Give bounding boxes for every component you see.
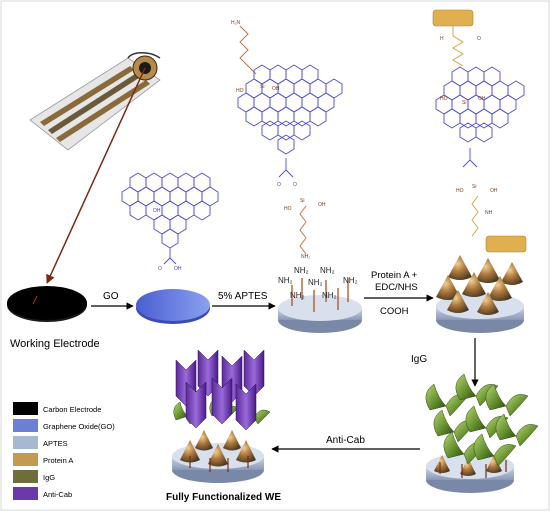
protein-a-o-top: O xyxy=(477,36,481,42)
legend-swatch-0 xyxy=(13,402,38,415)
go-cooh-oh-label: OH xyxy=(174,266,182,272)
final-label: Fully Functionalized WE xyxy=(166,492,281,503)
protein-a-oh2-label: OH xyxy=(490,188,498,194)
aptes-si2-label: Si xyxy=(300,198,304,204)
surface-nh2-4: NH₂ xyxy=(343,276,358,285)
surface-nh2-1: NH₂ xyxy=(278,276,293,285)
go-o-label: O xyxy=(158,266,162,272)
surface-nh2-2: NH₂ xyxy=(294,266,309,275)
protein-a-si2-label: Si xyxy=(472,184,476,190)
aptes-ester-o-1: O xyxy=(277,182,281,188)
screen-printed-electrode xyxy=(29,52,161,151)
aptes-ho-label: HO xyxy=(236,88,244,94)
protein-a-si-label: Si xyxy=(462,100,466,106)
protein-a-ho-label: HO xyxy=(440,96,448,102)
protein-a-block-bottom xyxy=(485,235,527,253)
protein-a-disk xyxy=(436,255,524,333)
aptes-molecule: H₂N Si HO OH xyxy=(231,20,343,260)
protein-a-block-top xyxy=(432,9,474,27)
legend-label-3: Protein A xyxy=(43,456,73,465)
protein-a-label-1: Protein A + xyxy=(371,270,418,281)
protein-a-molecule: H O Si HO OH Si HO OH xyxy=(432,9,527,253)
graphene-oxide-molecule: OH O OH xyxy=(121,172,219,272)
surface-nh2-5: NH₂ xyxy=(290,291,305,300)
surface-nh2-7: NH₂ xyxy=(322,291,337,300)
go-coated-disk xyxy=(136,289,210,324)
aptes-label: 5% APTES xyxy=(218,291,268,302)
legend-swatch-3 xyxy=(13,453,38,466)
igg-label: IgG xyxy=(411,354,427,365)
legend-swatch-1 xyxy=(13,419,38,432)
aptes-ho2-label: HO xyxy=(284,206,292,212)
legend-label-0: Carbon Electrode xyxy=(43,405,101,414)
legend-swatch-4 xyxy=(13,470,38,483)
legend-label-1: Graphene Oxide(GO) xyxy=(43,422,115,431)
working-electrode-label: Working Electrode xyxy=(10,338,100,350)
protein-a-nh-top: H xyxy=(440,36,444,42)
working-electrode-disk xyxy=(7,286,87,322)
protein-a-label-2: EDC/NHS xyxy=(375,282,418,293)
protein-a-nh-label: NH xyxy=(485,210,493,216)
protein-a-ho2-label: HO xyxy=(456,188,464,194)
legend-label-4: IgG xyxy=(43,473,55,482)
legend-swatch-2 xyxy=(13,436,38,449)
fully-functionalized-disk xyxy=(172,349,271,483)
go-oh-label: OH xyxy=(153,208,161,214)
go-label: GO xyxy=(103,291,119,302)
legend-label-5: Anti-Cab xyxy=(43,490,72,499)
aptes-nh2-label: NH₂ xyxy=(301,254,310,260)
protein-a-oh-label: OH xyxy=(478,96,486,102)
zoom-arrow xyxy=(46,67,146,284)
aptes-oh2-label: OH xyxy=(318,202,326,208)
igg-disk xyxy=(425,373,539,493)
surface-nh2-3: NH₂ xyxy=(320,266,335,275)
anticab-label: Anti-Cab xyxy=(326,435,365,446)
cooh-label: COOH xyxy=(380,306,409,317)
legend-label-2: APTES xyxy=(43,439,68,448)
aptes-oh-label: OH xyxy=(272,86,280,92)
legend-swatch-5 xyxy=(13,487,38,500)
aptes-disk xyxy=(278,278,362,333)
aptes-h2n-label: H₂N xyxy=(231,20,241,26)
surface-nh2-6: NH₂ xyxy=(308,278,323,287)
aptes-ester-o-2: O xyxy=(293,182,297,188)
